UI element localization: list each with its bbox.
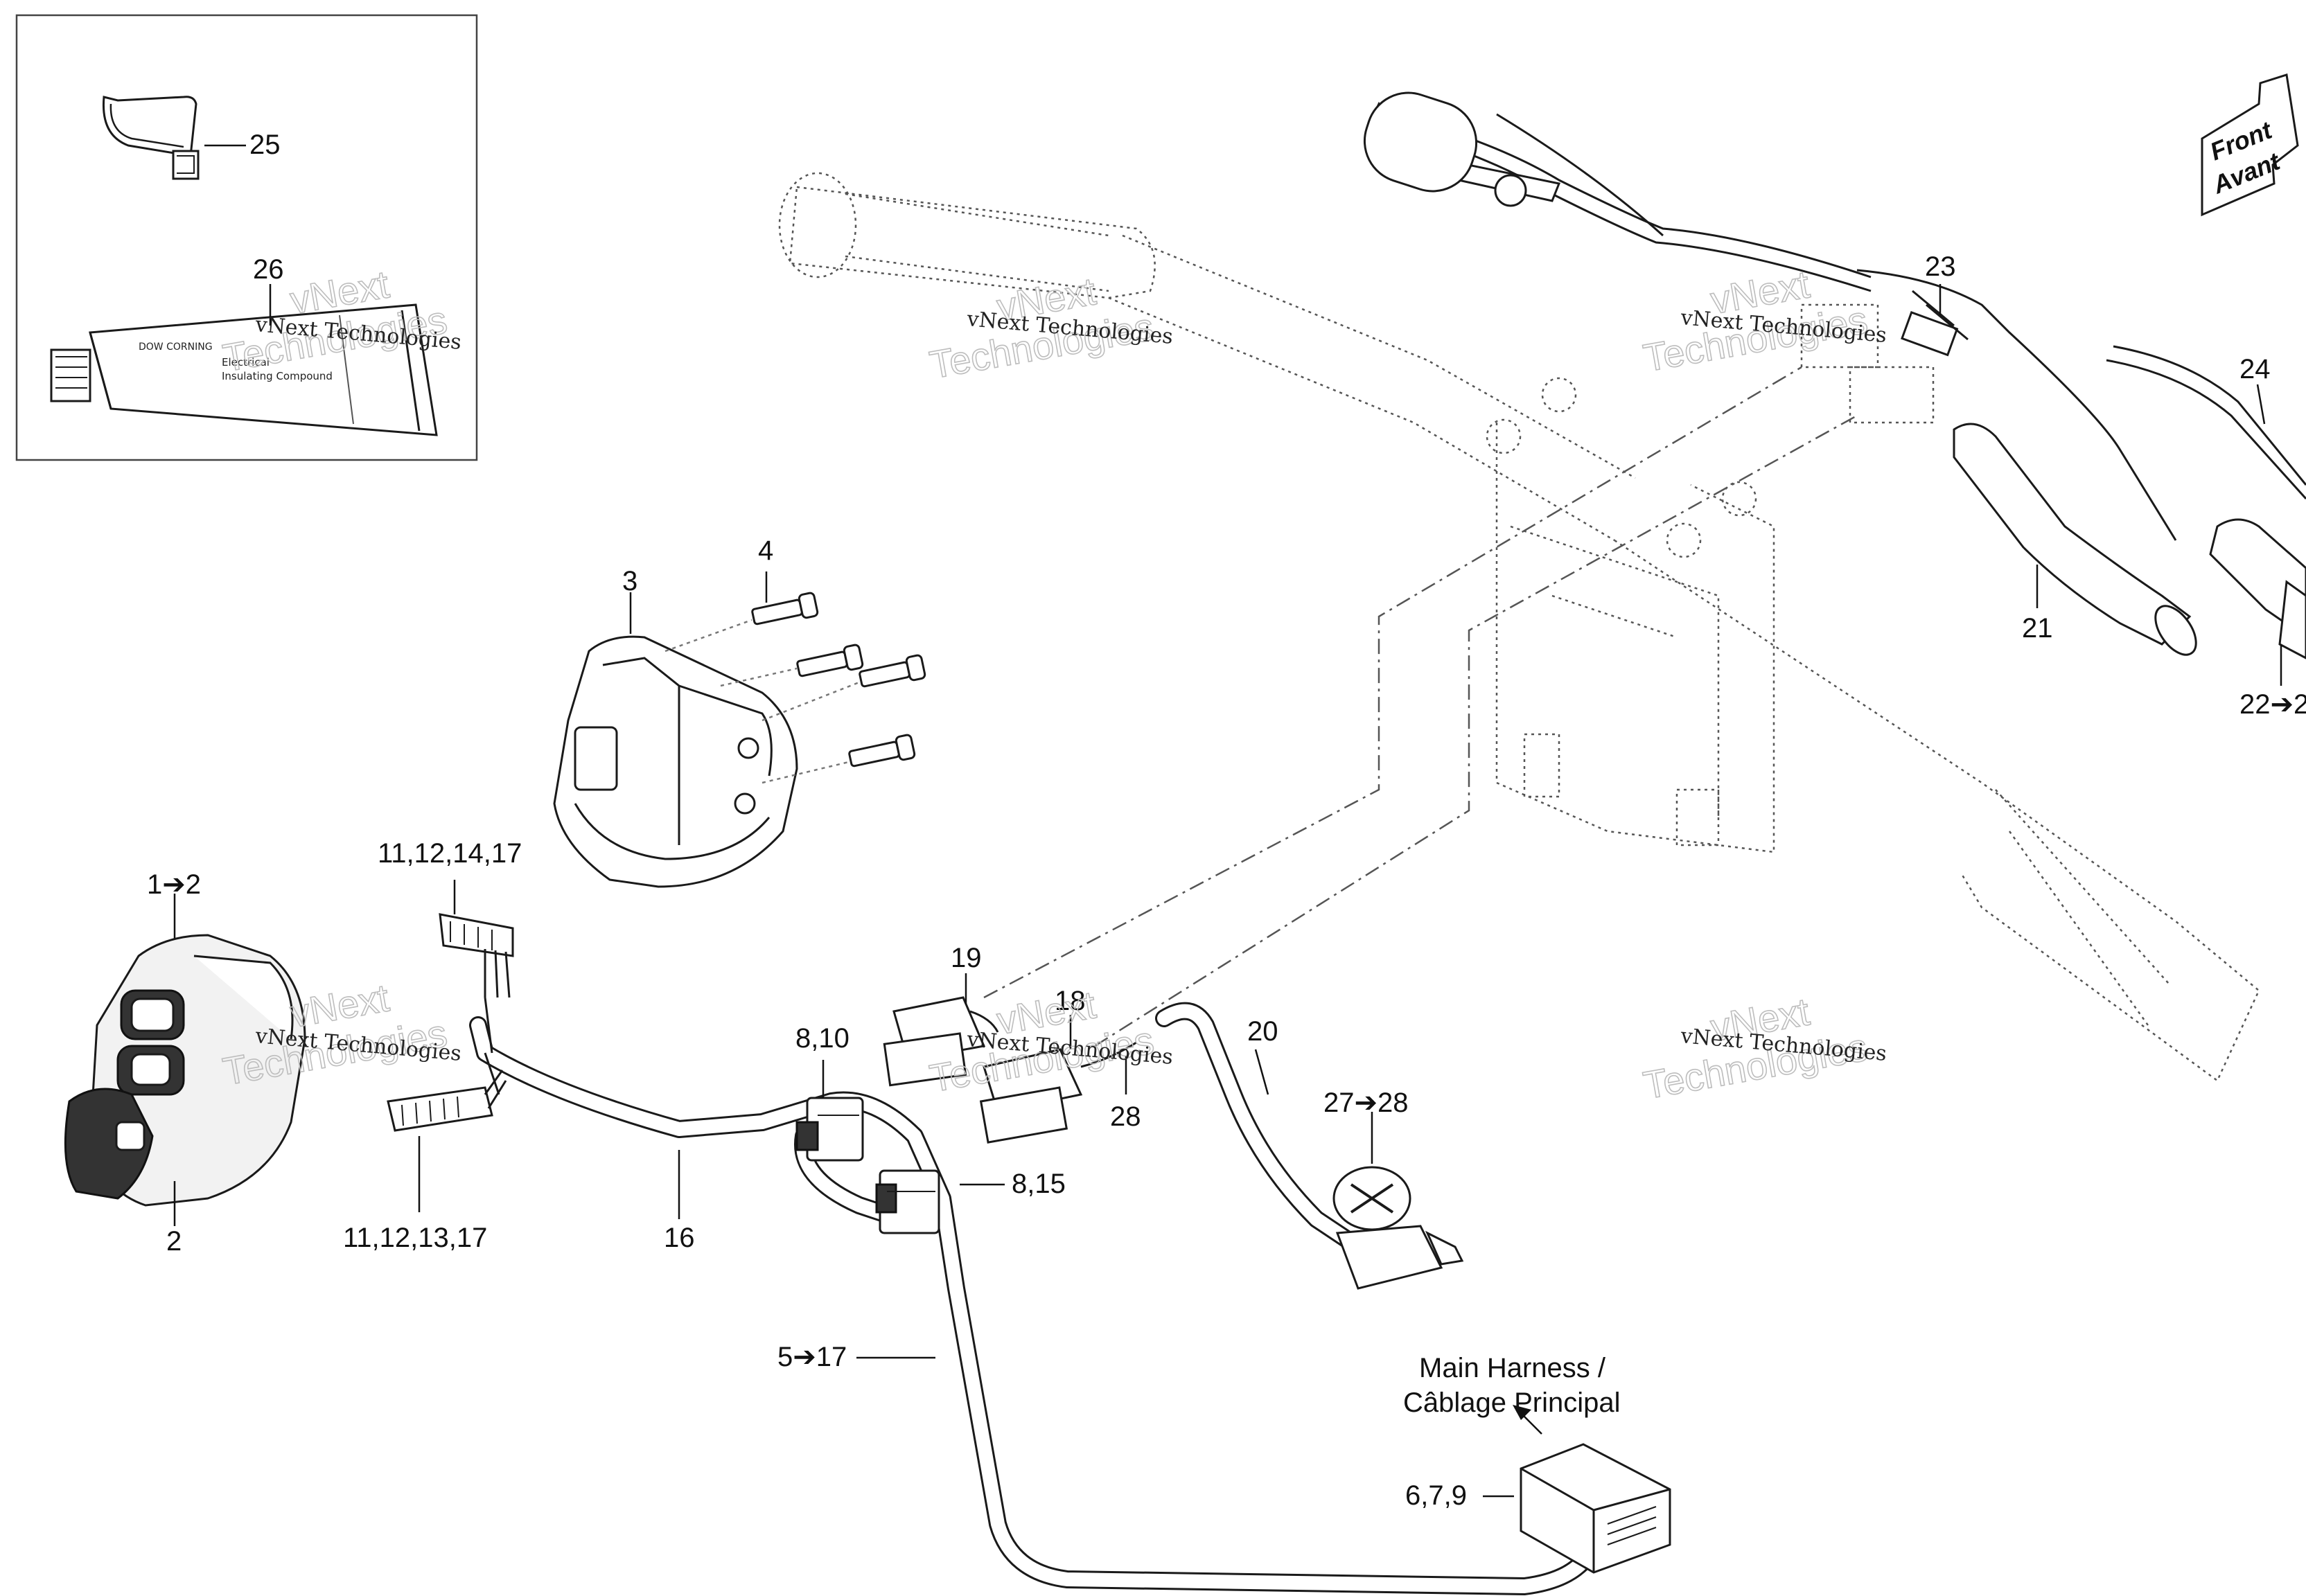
callout-19: 19 <box>951 943 982 973</box>
main-harness-connector: 6,7,9 Main Harness / Câblage Principal <box>1403 1353 1671 1574</box>
connector-18: 18 28 <box>979 986 1141 1144</box>
connector-8-10: 8,10 <box>795 1023 864 1162</box>
main-harness-label-fr: Câblage Principal <box>1403 1387 1621 1418</box>
callout-5to17: 5➔17 <box>777 1342 847 1372</box>
callout-3: 3 <box>622 566 637 596</box>
callout-27to28: 27➔28 <box>1323 1088 1409 1118</box>
grease-tube-26: DOW CORNING Electrical Insulating Compou… <box>50 303 438 436</box>
connector-8-15: 8,15 <box>875 1169 1066 1234</box>
callout-28: 28 <box>1110 1101 1141 1132</box>
cable-top <box>1363 91 1872 292</box>
handlebar <box>778 172 2260 1082</box>
callout-16: 16 <box>664 1223 695 1253</box>
switch-27: 27➔28 <box>1323 1088 1464 1290</box>
callout-18: 18 <box>1055 986 1086 1016</box>
callout-11-12-13-17: 11,12,13,17 <box>343 1223 487 1253</box>
front-arrow: Front Avant <box>2201 73 2299 217</box>
callout-24: 24 <box>2239 354 2271 384</box>
connector-19: 19 <box>883 943 999 1087</box>
callout-4: 4 <box>758 535 773 566</box>
callout-20: 20 <box>1247 1016 1278 1047</box>
callout-2: 2 <box>166 1226 182 1257</box>
connector-11-12-13-17: 11,12,13,17 <box>343 1070 507 1253</box>
guide-lines <box>983 366 1858 1047</box>
screws-4: 4 <box>664 535 926 784</box>
housing-3: 3 <box>553 566 798 888</box>
cable-24: 24 <box>2106 345 2306 500</box>
tube-text-2: Insulating Compound <box>222 370 333 382</box>
connector-11-12-14-17: 11,12,14,17 <box>378 838 522 998</box>
callout-21: 21 <box>2022 613 2053 644</box>
callout-8-15: 8,15 <box>1012 1169 1066 1199</box>
callout-26: 26 <box>253 254 284 285</box>
clip-25 <box>102 96 200 180</box>
wire-20: 20 <box>1155 1002 1367 1256</box>
grip-21: 21 <box>1953 423 2197 656</box>
callout-25: 25 <box>249 130 281 160</box>
callout-22to2: 22➔2 <box>2239 689 2306 720</box>
inset-box: 25 DOW CORNING Electrical Insulating Com… <box>15 14 478 461</box>
tube-text-1: Electrical <box>222 356 270 369</box>
tube-brand: DOW CORNING <box>139 342 213 353</box>
callout-23: 23 <box>1925 251 1956 282</box>
grip-22: 22➔2 <box>2209 518 2306 720</box>
callout-8-10: 8,10 <box>795 1023 850 1054</box>
switch-assembly-1: 1➔2 2 <box>64 869 306 1257</box>
callout-6-7-9: 6,7,9 <box>1405 1480 1467 1511</box>
callout-1to2: 1➔2 <box>147 869 201 900</box>
connector-23: 23 <box>1800 251 2177 541</box>
callout-11-12-14-17: 11,12,14,17 <box>378 838 522 869</box>
main-harness-label-en: Main Harness / <box>1419 1353 1606 1383</box>
